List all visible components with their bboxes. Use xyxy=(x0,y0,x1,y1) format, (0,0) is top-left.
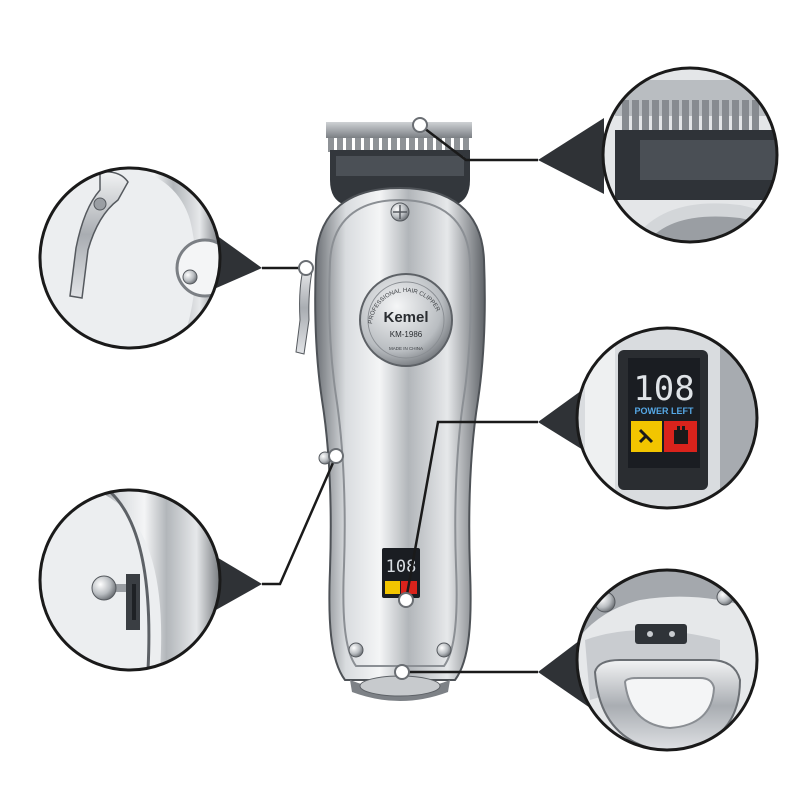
marker-switch xyxy=(328,448,344,464)
brand-badge: PROFESSIONAL HAIR CLIPPER Kemel KM-1986 … xyxy=(359,273,453,367)
detail-circle-lcd: 108 POWER LEFT xyxy=(575,326,759,510)
badge-bottom-text: MADE IN CHINA xyxy=(389,346,423,351)
callout-line-lcd xyxy=(404,420,538,601)
taper-lever xyxy=(295,261,314,355)
callout-line-blade xyxy=(419,124,538,162)
detail-circle-power-switch xyxy=(38,488,222,672)
detail-circle-hang-ring xyxy=(575,568,759,752)
detail-circle-taper-lever xyxy=(38,166,222,350)
blade-assembly xyxy=(326,122,472,205)
callout-line-switch xyxy=(262,455,338,586)
model-number: KM-1986 xyxy=(390,330,423,339)
detail-lcd-label: POWER LEFT xyxy=(635,406,694,416)
body-lcd-digits: 108 xyxy=(386,557,417,577)
marker-lcd xyxy=(398,592,414,608)
marker-lever xyxy=(298,260,314,276)
detail-lcd-digits: 108 xyxy=(633,369,694,409)
marker-ring xyxy=(394,664,410,680)
pointer-blade xyxy=(538,118,604,194)
marker-blade xyxy=(412,117,428,133)
hair-clipper: PROFESSIONAL HAIR CLIPPER Kemel KM-1986 … xyxy=(295,122,486,701)
callout-lines xyxy=(262,124,538,674)
detail-circle-blade xyxy=(601,66,779,244)
brand-name: Kemel xyxy=(383,309,428,326)
